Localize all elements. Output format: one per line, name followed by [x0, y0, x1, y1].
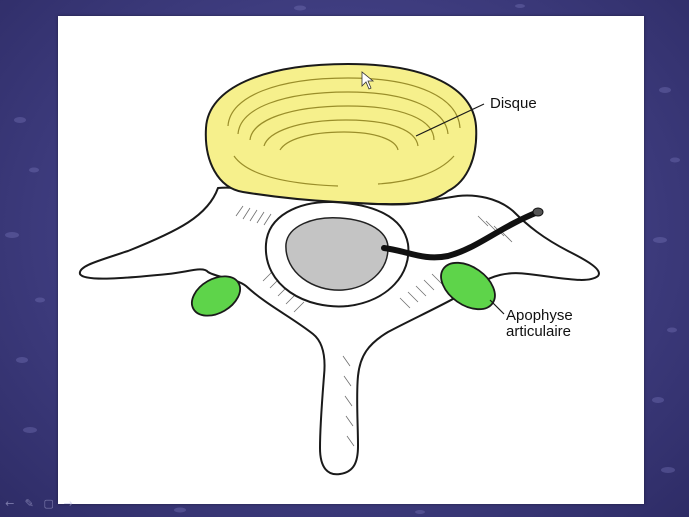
apophyse-leader-line [489, 299, 505, 315]
slide: Disque Apophyse articulaire [58, 16, 644, 504]
articular-process-label-line1: Apophyse [506, 307, 573, 324]
nerve-root [381, 209, 541, 261]
arrow-right-icon[interactable]: → [63, 497, 73, 510]
articular-process-label: Apophyse articulaire [506, 308, 573, 340]
intervertebral-disc [204, 62, 478, 206]
cursor-icon [361, 71, 375, 90]
nerve-end [532, 207, 544, 217]
menu-icon[interactable]: ▢ [43, 497, 54, 510]
slideshow-nav: ← ✎ ▢ → [4, 498, 74, 514]
arrow-left-icon[interactable]: ← [5, 497, 15, 510]
disc-label: Disque [490, 95, 537, 112]
disc-leader-line [415, 103, 485, 137]
pen-icon[interactable]: ✎ [24, 497, 34, 510]
articular-process-label-line2: articulaire [506, 323, 572, 340]
vertebral-arch [78, 186, 600, 476]
vertebra-diagram [78, 62, 600, 476]
articular-process-left [191, 275, 241, 317]
